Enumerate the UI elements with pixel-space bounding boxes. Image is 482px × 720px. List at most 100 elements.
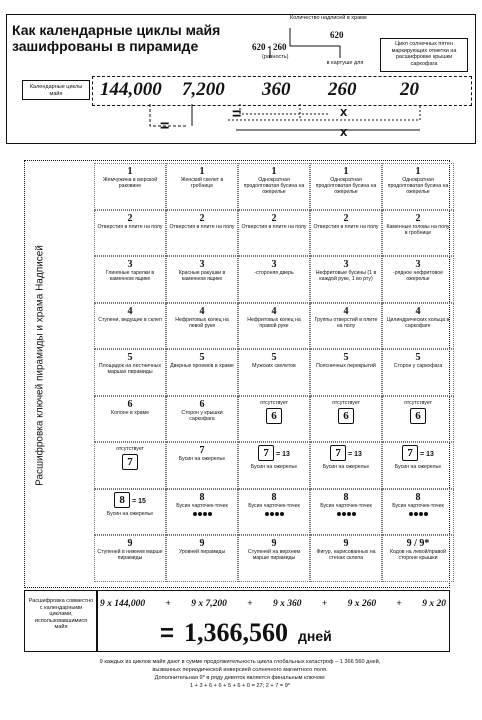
cell-number: 4 — [127, 305, 133, 317]
total-620: 620 — [330, 30, 344, 40]
cell-number: 4 — [271, 305, 277, 317]
footer-plus-3: + — [321, 599, 328, 609]
cell-number: 7 — [199, 445, 205, 456]
footer-note-3: Дополнительная 9* в ряду девяток являетс… — [154, 675, 326, 681]
footer-divider — [96, 590, 98, 652]
cell-label: Бусин на ожерелье — [394, 464, 442, 470]
grid-cell: 9 / 9*Кодов на левой/правой стороне крыш… — [382, 535, 454, 582]
multiply-sign-2: x — [340, 124, 348, 139]
cell-label: Отверстия в плите на полу — [313, 223, 379, 230]
range-label: 620 - 260 — [252, 42, 287, 52]
cell-number: 2 — [343, 212, 349, 224]
dot-icon — [192, 511, 197, 516]
value-360: 360 — [262, 79, 291, 100]
values-row — [92, 76, 472, 106]
glyph-row: 6 — [239, 407, 309, 424]
connector-line — [228, 104, 421, 121]
footer-term-2: 9 x 7,200 — [191, 599, 227, 609]
cell-number: 9 — [127, 538, 133, 549]
cell-number: 2 — [271, 212, 277, 224]
footer-note-4: 1 + 3 + 6 + 6 + 5 + 6 + 0 = 27; 2 + 7 = … — [190, 683, 290, 689]
cell-number: 5 — [199, 352, 205, 363]
glyph-7-icon: 7 — [258, 445, 275, 461]
dot-icon — [341, 511, 346, 516]
cell-number: 4 — [199, 305, 205, 317]
dot-bar-icon — [239, 511, 309, 518]
cell-label: Жемчужина в морской раковине — [102, 177, 158, 189]
cell-label: Нефритовые бусины (1 в каждой руке, 1 во… — [315, 270, 377, 282]
cell-number: 1 — [271, 166, 277, 177]
cell-label: Бусин чарточек-точек — [392, 502, 444, 509]
cell-label: Женский скелет в гробнице — [180, 177, 224, 189]
cell-label: Ступеней в нижнем марше пирамиды — [97, 549, 163, 561]
cell-number: 1 — [343, 166, 349, 177]
glyph-equation: = 13 — [348, 451, 362, 458]
bar-icon — [207, 511, 212, 516]
glyph-row: 7= 13 — [311, 445, 381, 461]
result-unit: дней — [298, 628, 332, 644]
dot-icon — [336, 511, 341, 516]
cell-label: Бусин на ожерелье — [250, 464, 298, 470]
value-7200: 7,200 — [182, 79, 225, 100]
value-144000: 144,000 — [100, 79, 162, 100]
glyph-8-icon: 8 — [114, 491, 131, 508]
footer-plus-1: + — [165, 599, 171, 609]
footer-result: = 1,366,560 дней — [160, 618, 420, 648]
footer-panel — [24, 590, 450, 652]
cell-label: Мужских скелетов — [252, 363, 296, 369]
cell-label: Глиняные тарелки в каменном ящике — [105, 270, 155, 282]
bar-icon — [279, 511, 284, 516]
cell-number: 6 — [127, 398, 133, 410]
cell-number: 9 / 9* — [406, 538, 430, 549]
cell-label: Отверстия в плите на полу — [241, 223, 307, 230]
cycles-label: Календарные циклы майя — [22, 80, 90, 100]
cell-label: Уровней пирамиды — [178, 549, 226, 555]
footer-term-1: 9 x 144,000 — [100, 599, 146, 609]
glyph-equation: = 13 — [276, 451, 290, 458]
cell-number: 8 — [415, 491, 421, 503]
glyph-row: 8= 15 — [95, 491, 165, 508]
glyph-6-icon: 6 — [266, 407, 282, 424]
cell-number: 2 — [199, 212, 205, 224]
glyph-6-icon: 6 — [410, 407, 426, 424]
cell-number: 1 — [415, 166, 421, 177]
result-equals: = — [160, 620, 175, 647]
cell-label: отсутствует — [260, 399, 288, 406]
solar-note: Цикл солнечных пятен маркирующих отметки… — [380, 38, 468, 72]
cell-number: 3 — [127, 259, 133, 270]
cell-label: -рядное нефритовое ожерелье — [393, 270, 443, 282]
cell-label: Однократная продолговатая бусина на ожер… — [315, 177, 377, 195]
value-260: 260 — [328, 79, 357, 100]
dot-icon — [202, 511, 207, 516]
footer-note-1: 9 каждых из циклов майя дают в сумме про… — [99, 659, 381, 665]
grid-cell: 7= 13 Бусин на ожерелье — [238, 442, 310, 489]
connector-line — [290, 45, 341, 58]
cell-label: -стороняя дверь — [254, 270, 294, 276]
cell-number: 2 — [415, 212, 421, 224]
keys-grid-panel — [24, 160, 450, 588]
cell-label: Бусин чарточек-точек — [248, 502, 300, 509]
cell-label: Ступени, ведущие в склеп — [98, 316, 162, 323]
cell-number: 3 — [199, 259, 205, 270]
grid-cell: 3-рядное нефритовое ожерелье — [382, 256, 454, 303]
footer-term-4: 9 x 260 — [347, 599, 377, 609]
